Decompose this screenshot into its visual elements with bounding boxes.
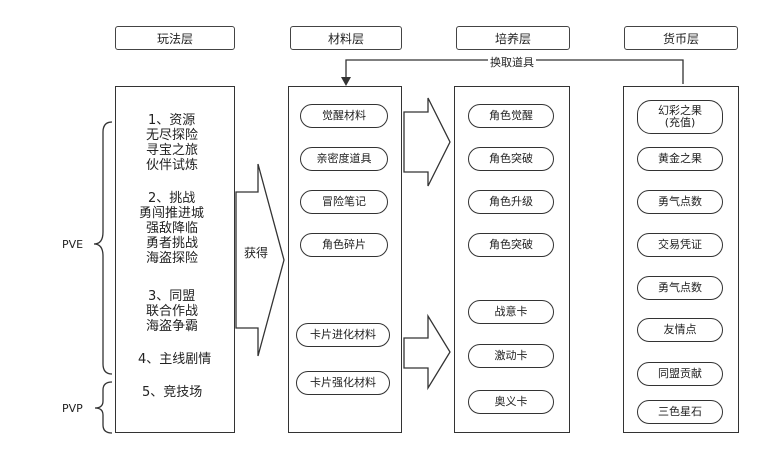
- currency-item: 勇气点数: [637, 276, 723, 300]
- currency-item: 友情点: [637, 318, 723, 342]
- header-material-label: 材料层: [327, 31, 364, 46]
- currency-item-first-name: 幻彩之果: [658, 104, 702, 117]
- gameplay-challenge-item: 海盗探险: [146, 251, 199, 266]
- material-item: 亲密度道具: [300, 147, 388, 171]
- gameplay-alliance-title: 3、同盟: [148, 289, 196, 304]
- material-item: 卡片进化材料: [296, 323, 390, 347]
- gameplay-alliance-item: 海盗争霸: [146, 319, 199, 334]
- currency-item: 三色星石: [637, 400, 723, 424]
- gameplay-resource-item: 无尽探险: [146, 128, 199, 143]
- currency-item: 同盟贡献: [637, 362, 723, 386]
- pve-bracket: [93, 121, 113, 375]
- exchange-arrow-head: [341, 77, 351, 86]
- material-to-cultivation-arrow-bottom: [403, 313, 451, 391]
- gameplay-resource-item: 寻宝之旅: [146, 143, 199, 158]
- gameplay-challenge-item: 强敌降临: [146, 221, 199, 236]
- header-gameplay-label: 玩法层: [156, 31, 193, 46]
- gameplay-column: [115, 86, 235, 433]
- pvp-bracket: [94, 381, 113, 434]
- header-cultivation-label: 培养层: [494, 31, 531, 46]
- currency-item-first: 幻彩之果 (充值): [637, 100, 723, 134]
- material-item: 觉醒材料: [300, 104, 388, 128]
- header-material-layer: 材料层: [290, 26, 402, 50]
- obtain-label: 获得: [244, 246, 269, 260]
- material-to-cultivation-arrow-top: [403, 97, 451, 187]
- gameplay-resource-item: 伙伴试炼: [146, 158, 199, 173]
- material-item: 卡片强化材料: [296, 371, 390, 395]
- gameplay-challenge-title: 2、挑战: [148, 191, 196, 206]
- material-item: 冒险笔记: [300, 190, 388, 214]
- cultivation-item: 奥义卡: [468, 390, 554, 414]
- cultivation-item: 角色突破: [468, 233, 554, 257]
- currency-item: 黄金之果: [637, 147, 723, 171]
- header-gameplay-layer: 玩法层: [115, 26, 235, 50]
- cultivation-column: [454, 86, 570, 433]
- header-cultivation-layer: 培养层: [456, 26, 570, 50]
- cultivation-item: 角色升级: [468, 190, 554, 214]
- cultivation-item: 角色突破: [468, 147, 554, 171]
- gameplay-challenge-item: 勇者挑战: [146, 236, 199, 251]
- gameplay-alliance-item: 联合作战: [146, 304, 199, 319]
- gameplay-main-story: 4、主线剧情: [138, 352, 212, 367]
- currency-item: 交易凭证: [637, 233, 723, 257]
- pvp-label: PVP: [62, 402, 83, 415]
- cultivation-item: 战意卡: [468, 300, 554, 324]
- obtain-arrow: [235, 163, 285, 357]
- gameplay-challenge-item: 勇闯推进城: [139, 206, 205, 221]
- cultivation-item: 角色觉醒: [468, 104, 554, 128]
- gameplay-resource-title: 1、资源: [148, 113, 196, 128]
- exchange-label: 换取道具: [488, 54, 536, 70]
- gameplay-arena: 5、竞技场: [142, 385, 203, 400]
- material-item: 角色碎片: [300, 233, 388, 257]
- cultivation-item: 激动卡: [468, 344, 554, 368]
- currency-item: 勇气点数: [637, 190, 723, 214]
- currency-item-first-note: (充值): [664, 116, 696, 129]
- header-currency-label: 货币层: [662, 31, 699, 46]
- header-currency-layer: 货币层: [624, 26, 738, 50]
- pve-label: PVE: [62, 238, 84, 251]
